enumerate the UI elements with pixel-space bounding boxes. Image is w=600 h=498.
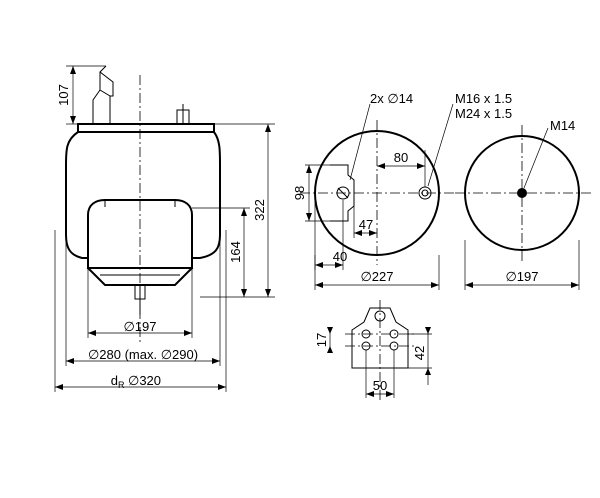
dim-17-label: 17 — [314, 333, 329, 347]
top-plate-view: 2x ∅14 M16 x 1.5 M24 x 1.5 80 98 47 40 ∅… — [292, 91, 512, 290]
bellows — [65, 131, 221, 259]
side-view: 107 322 164 ∅197 ∅280 (max. ∅290) d R ∅3… — [54, 65, 275, 392]
dim-107-label: 107 — [56, 84, 71, 106]
dim-320-prefix: d — [111, 373, 118, 388]
dim-47-label: 47 — [359, 217, 373, 232]
thread-label-1: M16 x 1.5 — [455, 91, 512, 106]
dim-bottom-197-label: ∅197 — [505, 269, 538, 284]
thread-leader — [427, 103, 454, 187]
dim-164-label: 164 — [228, 241, 243, 263]
thread-label-2: M24 x 1.5 — [455, 106, 512, 121]
bracket-outline — [351, 307, 409, 369]
bracket-top-hole — [374, 310, 386, 322]
holes-leader — [349, 103, 371, 181]
dim-40-label: 40 — [333, 249, 347, 264]
dim-197-label: ∅197 — [123, 319, 156, 334]
dim-227-label: ∅227 — [360, 269, 393, 284]
plate-bracket — [330, 164, 355, 222]
top-bracket — [92, 65, 111, 124]
top-plate — [77, 123, 215, 133]
dim-320-label: ∅320 — [128, 373, 161, 388]
dim-42-label: 42 — [412, 346, 427, 360]
dim-80-label: 80 — [394, 150, 408, 165]
bracket-view: 17 42 50 — [314, 300, 432, 400]
dim-322-label: 322 — [252, 199, 267, 221]
bracket-hole — [336, 186, 350, 200]
holes-label: 2x ∅14 — [370, 91, 413, 106]
dim-98-label: 98 — [292, 186, 307, 200]
center-hole — [517, 188, 527, 198]
bottom-plate-view: M14 ∅197 — [455, 118, 592, 290]
m14-label: M14 — [550, 118, 575, 133]
dim-320-subscript: R — [118, 380, 125, 390]
dim-280-label: ∅280 (max. ∅290) — [88, 347, 198, 362]
dim-50-label: 50 — [373, 378, 387, 393]
m14-leader — [523, 127, 549, 189]
